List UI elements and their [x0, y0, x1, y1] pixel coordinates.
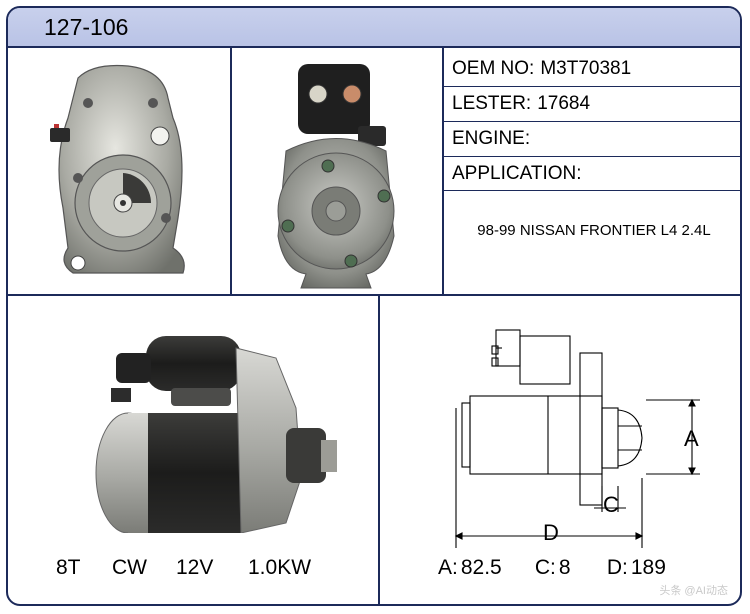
starter-side-view-image — [95, 336, 337, 533]
engine-label: ENGINE: — [452, 128, 531, 149]
power-rating: 1.0KW — [248, 556, 312, 579]
application-value: 98-99 NISSAN FRONTIER L4 2.4L — [477, 222, 711, 239]
diagram-label-a: A — [684, 426, 699, 451]
watermark: 头条 @AI动态 — [659, 585, 728, 597]
voltage-rating: 12V — [176, 556, 214, 579]
rotation-rating: CW — [112, 556, 147, 579]
engine-row: ENGINE: — [444, 122, 740, 156]
oem-row: OEM NO: M3T70381 — [444, 52, 740, 86]
part-number-title: 127-106 — [44, 14, 129, 40]
spec-sheet-frame: 127-106 — [6, 6, 742, 606]
divider-row-4 — [442, 190, 740, 191]
dim-c-label: C: — [534, 556, 556, 579]
divider-row-2 — [442, 121, 740, 122]
divider-v2 — [442, 48, 444, 296]
dim-a-label: A: — [438, 556, 458, 579]
starter-front-view-image — [50, 64, 185, 274]
dim-d-label: D: — [606, 556, 628, 579]
ratings-row: 8T CW 12V 1.0KW — [56, 556, 311, 580]
dim-c-value: 8 — [558, 556, 571, 579]
divider-v1 — [230, 48, 232, 296]
dim-d-value: 189 — [630, 556, 666, 579]
diagram-label-d: D — [543, 520, 559, 545]
oem-value: M3T70381 — [540, 58, 632, 79]
application-row: APPLICATION: — [444, 157, 740, 190]
dim-a-value: 82.5 — [460, 556, 502, 579]
lester-label: LESTER: — [452, 93, 532, 114]
teeth-rating: 8T — [56, 556, 81, 579]
divider-row-3 — [442, 156, 740, 157]
dimension-diagram: A C D — [454, 329, 700, 548]
divider-h-mid — [8, 294, 740, 296]
title-bar: 127-106 — [8, 8, 740, 48]
lester-value: 17684 — [537, 93, 591, 114]
oem-label: OEM NO: — [452, 58, 535, 79]
lester-row: LESTER: 17684 — [444, 87, 740, 121]
dimensions-row: A: 82.5 C: 8 D: 189 — [438, 556, 666, 580]
starter-rear-view-image — [277, 64, 395, 289]
divider-row-1 — [442, 86, 740, 87]
divider-v3 — [378, 294, 380, 604]
diagram-label-c: C — [603, 492, 619, 517]
application-label: APPLICATION: — [452, 162, 582, 184]
